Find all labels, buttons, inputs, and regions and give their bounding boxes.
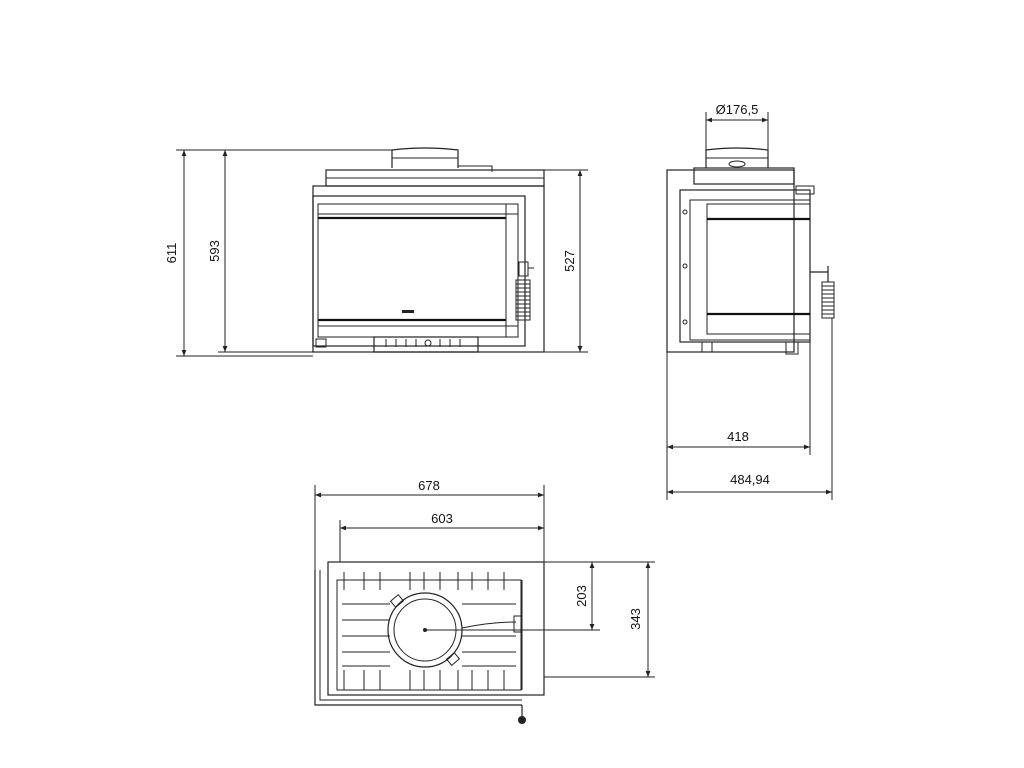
side-view: Ø176,5 418 484,94 bbox=[666, 102, 835, 500]
dim-depth-total-label: 484,94 bbox=[730, 472, 770, 487]
top-view: 678 603 203 343 bbox=[314, 478, 655, 724]
dim-flue-offset-label: 203 bbox=[574, 585, 589, 607]
dim-inner-height-label: 593 bbox=[207, 240, 222, 262]
dim-depth-label: 418 bbox=[727, 429, 749, 444]
dim-inner-width-label: 603 bbox=[431, 511, 453, 526]
dim-overall-height-label: 611 bbox=[164, 243, 179, 264]
front-view: 611 593 527 bbox=[164, 147, 588, 357]
dim-overall-width-label: 678 bbox=[418, 478, 440, 493]
dim-body-depth-label: 343 bbox=[628, 608, 643, 630]
dim-flue-diameter-label: Ø176,5 bbox=[716, 102, 759, 117]
dim-body-height-label: 527 bbox=[562, 250, 577, 272]
